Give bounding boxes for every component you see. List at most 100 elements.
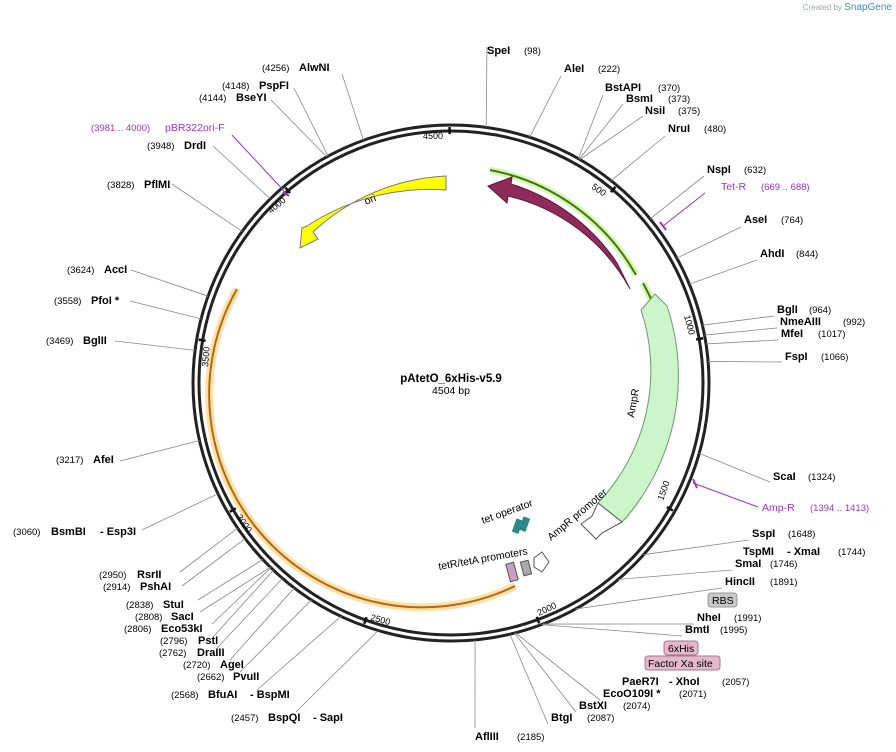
site-nspi[interactable]: NspI	[707, 164, 731, 176]
site-saci[interactable]: SacI	[171, 611, 194, 623]
site-esp3i[interactable]: - Esp3I	[100, 526, 136, 538]
site-afei[interactable]: AfeI	[93, 454, 114, 466]
site-bstapi-pos: (370)	[658, 83, 680, 94]
primer-amp-r[interactable]: Amp-R	[762, 502, 795, 514]
site-scai[interactable]: ScaI	[773, 471, 796, 483]
site-paer7i[interactable]: PaeR7I	[622, 676, 659, 688]
site-sspi[interactable]: SspI	[752, 528, 775, 540]
tag-boxes: RBS 6xHis Factor Xa site	[644, 592, 738, 671]
site-mfei-pos: (1017)	[818, 329, 845, 340]
site-sapi[interactable]: - SapI	[313, 712, 343, 724]
site-xmai[interactable]: - XmaI	[787, 546, 820, 558]
leader-line	[239, 599, 312, 673]
site-mfei[interactable]: MfeI	[781, 328, 803, 340]
site-tspmi[interactable]: TspMI	[743, 546, 774, 558]
site-bseyi-pos: (4144)	[199, 93, 226, 104]
leader-line	[699, 452, 771, 483]
tick-mark-500	[609, 185, 617, 193]
leader-line	[485, 46, 488, 128]
site-drdi-pos: (3948)	[147, 141, 174, 152]
site-pshai[interactable]: PshAI	[140, 581, 171, 593]
site-pfoi[interactable]: PfoI *	[91, 295, 120, 307]
site-nrui[interactable]: NruI	[668, 123, 690, 135]
tick-label-1500: 1500	[655, 479, 671, 501]
site-smai-pos: (1746)	[770, 559, 797, 570]
site-agei[interactable]: AgeI	[220, 659, 244, 671]
tick-mark-1500	[666, 506, 674, 512]
tick-mark-2000	[535, 616, 541, 624]
site-stui[interactable]: StuI	[163, 599, 184, 611]
site-drdi[interactable]: DrdI	[184, 140, 206, 152]
tag-rbs-box	[707, 592, 738, 608]
site-ahdi[interactable]: AhdI	[760, 248, 784, 260]
primer-pbr322ori-f[interactable]: pBR322ori-F	[165, 122, 225, 134]
site-hincii-pos: (1891)	[770, 577, 797, 588]
site-labels: SpeI (98) AleI (222) BstAPI (370) BsmI (…	[13, 45, 865, 743]
site-pvuii[interactable]: PvuII	[233, 671, 259, 683]
site-eco53ki[interactable]: Eco53kI	[161, 623, 203, 635]
site-ecoo109i[interactable]: EcoO109I *	[603, 688, 661, 700]
backbone-inner	[197, 129, 705, 637]
site-psti[interactable]: PstI	[198, 635, 218, 647]
site-agei-pos: (2720)	[183, 660, 210, 671]
site-nmeaiii[interactable]: NmeAIII	[780, 316, 821, 328]
site-acci[interactable]: AccI	[104, 264, 127, 276]
leader-line	[141, 493, 219, 531]
site-bglii[interactable]: BglII	[83, 335, 107, 347]
site-ahdi-pos: (844)	[796, 249, 818, 260]
site-draiii[interactable]: DraIII	[197, 647, 225, 659]
leader-line	[130, 269, 209, 297]
site-bsmi[interactable]: BsmI	[626, 93, 653, 105]
tag-factor-xa[interactable]: Factor Xa site	[648, 658, 713, 670]
site-nsii[interactable]: NsiI	[645, 105, 665, 117]
site-hincii[interactable]: HincII	[725, 576, 755, 588]
site-bfuai[interactable]: BfuAI	[208, 689, 237, 701]
site-bspqi[interactable]: BspQI	[268, 712, 300, 724]
site-stui-pos: (2838)	[126, 600, 153, 611]
leader-line	[119, 440, 200, 462]
site-spei[interactable]: SpeI	[487, 45, 510, 57]
site-bspmi[interactable]: - BspMI	[250, 689, 290, 701]
site-nhei-pos: (1991)	[734, 613, 761, 624]
site-btgi[interactable]: BtgI	[551, 712, 572, 724]
site-bsmbi[interactable]: BsmBI	[51, 526, 86, 538]
site-xhoi[interactable]: - XhoI	[669, 676, 700, 688]
leader-line	[293, 87, 329, 157]
leader-line	[706, 339, 779, 345]
ori-arrow	[299, 175, 447, 249]
primer-amp-r-range: (1394 .. 1413)	[810, 503, 869, 514]
site-bmti[interactable]: BmtI	[685, 624, 709, 636]
site-bmti-pos: (1995)	[720, 625, 747, 636]
site-bgli[interactable]: BglI	[777, 304, 798, 316]
site-fspi[interactable]: FspI	[785, 351, 808, 363]
primer-tet-r[interactable]: Tet-R	[721, 181, 747, 193]
site-ecoo109i-pos: (2071)	[679, 689, 706, 700]
leader-line	[689, 259, 758, 285]
site-bstxi[interactable]: BstXI	[579, 700, 607, 712]
site-smai[interactable]: SmaI	[735, 558, 761, 570]
site-nhei[interactable]: NheI	[697, 612, 721, 624]
site-pspfi[interactable]: PspFI	[259, 80, 289, 92]
ori-strand-line	[208, 288, 516, 609]
site-btgi-pos: (2087)	[587, 713, 614, 724]
site-alei[interactable]: AleI	[564, 63, 584, 75]
leader-line	[643, 539, 750, 556]
site-bseyi[interactable]: BseYI	[236, 92, 267, 104]
site-fspi-pos: (1066)	[821, 352, 848, 363]
snapgene-credit: Created by SnapGene	[802, 2, 892, 13]
feature-label-ori: ori	[363, 192, 378, 207]
backbone-outer	[191, 123, 711, 643]
leader-line	[211, 567, 272, 625]
site-asei[interactable]: AseI	[744, 214, 767, 226]
site-pflmi[interactable]: PflMI	[144, 179, 170, 191]
site-alwni[interactable]: AlwNI	[299, 62, 330, 74]
site-rsrii[interactable]: RsrII	[137, 569, 161, 581]
plasmid-length: 4504 bp	[432, 385, 470, 397]
site-afliii[interactable]: AflIII	[475, 731, 499, 743]
site-bstapi[interactable]: BstAPI	[605, 82, 641, 94]
tag-rbs[interactable]: RBS	[712, 595, 734, 607]
tag-6xhis[interactable]: 6xHis	[668, 643, 694, 655]
site-bgli-pos: (964)	[809, 305, 831, 316]
leader-line	[129, 300, 202, 320]
leader-line	[197, 559, 264, 601]
